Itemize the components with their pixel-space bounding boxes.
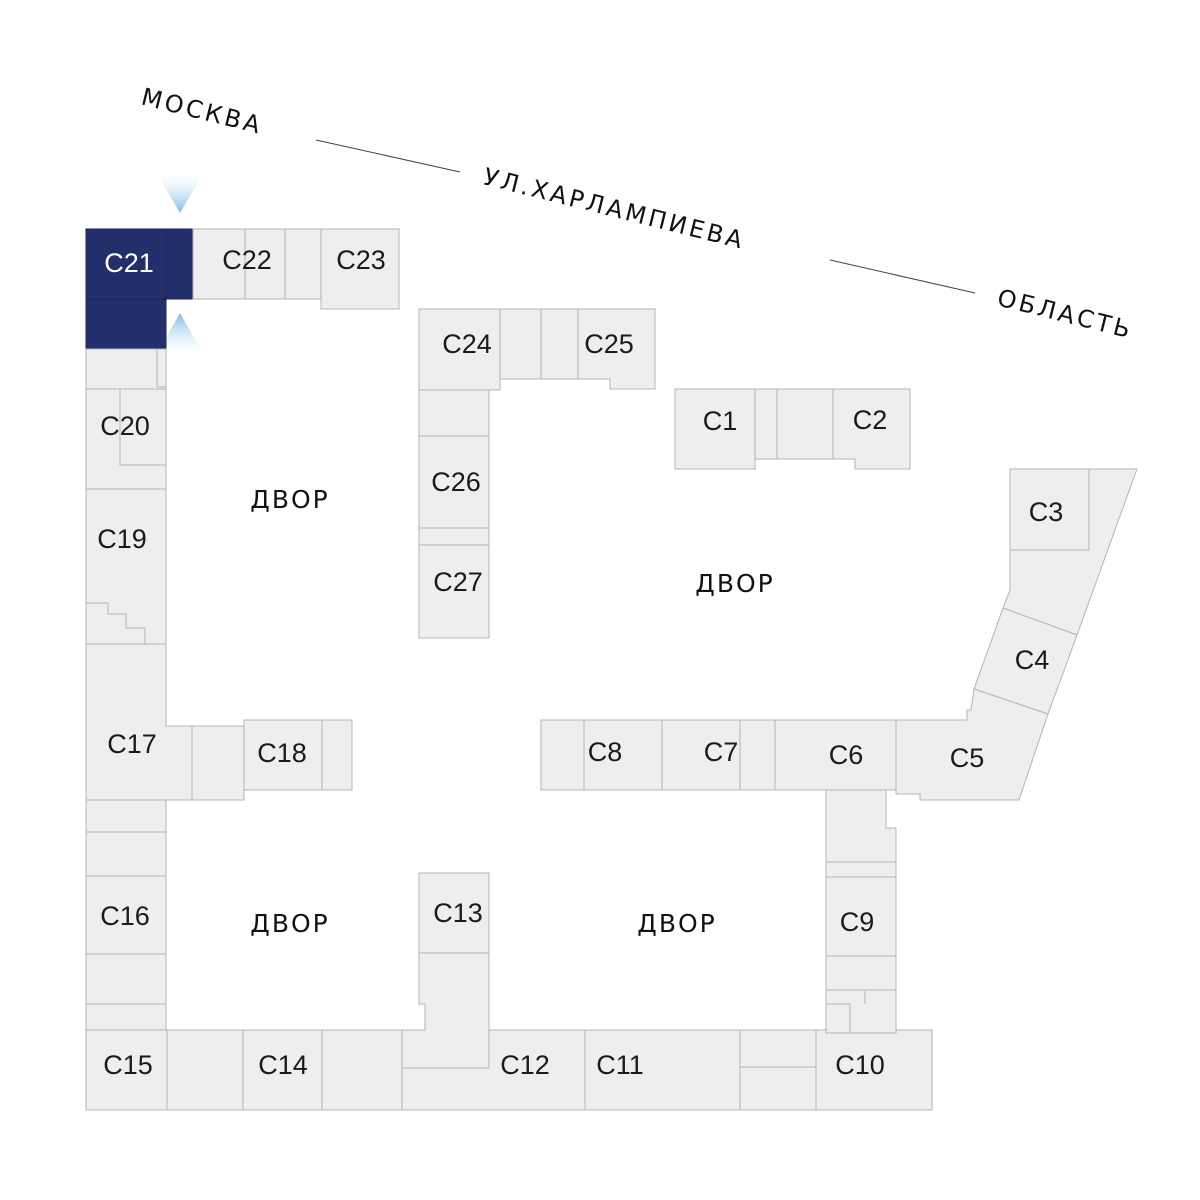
section-c26[interactable] <box>418 389 490 529</box>
section-c14[interactable] <box>166 1029 403 1111</box>
section-label-c14: С14 <box>258 1050 308 1080</box>
section-c17[interactable] <box>85 643 245 801</box>
section-label-c12: С12 <box>500 1050 550 1080</box>
section-c2[interactable] <box>832 388 911 470</box>
street-label-kharlampieva: УЛ.ХАРЛАМПИЕВА <box>481 163 749 255</box>
courtyard-label: ДВОР <box>637 909 716 938</box>
section-c13[interactable] <box>401 872 490 1069</box>
section-label-c20: С20 <box>100 411 150 441</box>
section-c23[interactable] <box>320 228 400 310</box>
section-label-c21: С21 <box>104 248 154 278</box>
section-label-c25: С25 <box>584 329 634 359</box>
section-label-c24: С24 <box>442 329 492 359</box>
section-label-c26: С26 <box>431 467 481 497</box>
entrance-arrow-down-icon <box>156 172 204 213</box>
section-label-c27: С27 <box>433 567 483 597</box>
street-label-moskva: МОСКВА <box>139 83 266 140</box>
section-c20[interactable] <box>85 348 167 490</box>
section-label-c18: С18 <box>257 738 307 768</box>
section-c5[interactable] <box>895 688 1049 801</box>
section-label-c4: С4 <box>1015 645 1050 675</box>
section-label-c11: С11 <box>596 1050 644 1080</box>
section-c8[interactable] <box>540 719 663 791</box>
street-line <box>315 139 461 173</box>
section-label-c23: С23 <box>336 245 386 275</box>
street-line <box>829 259 976 294</box>
section-label-c3: С3 <box>1029 497 1064 527</box>
section-label-c13: С13 <box>433 898 483 928</box>
courtyard-label: ДВОР <box>250 485 329 514</box>
section-label-c1: С1 <box>703 406 738 436</box>
courtyard-label: ДВОР <box>695 569 774 598</box>
section-label-c19: С19 <box>97 524 147 554</box>
section-label-c17: С17 <box>107 729 157 759</box>
section-label-c2: С2 <box>853 405 888 435</box>
section-c21[interactable] <box>85 228 194 350</box>
section-c15[interactable] <box>85 1029 168 1111</box>
section-c19[interactable] <box>85 488 167 645</box>
street-labels: МОСКВА УЛ.ХАРЛАМПИЕВА ОБЛАСТЬ <box>139 83 1136 345</box>
section-label-c15: С15 <box>103 1050 153 1080</box>
section-c22[interactable] <box>192 228 322 300</box>
section-c16[interactable] <box>85 799 167 1031</box>
section-c11[interactable] <box>584 1029 741 1111</box>
section-c24[interactable] <box>418 308 542 391</box>
section-c18[interactable] <box>243 719 353 791</box>
section-c25[interactable] <box>540 308 656 390</box>
section-label-c22: С22 <box>222 245 272 275</box>
section-c9[interactable] <box>825 789 897 1034</box>
section-c27[interactable] <box>418 527 490 639</box>
section-c10[interactable] <box>739 1029 933 1111</box>
street-label-oblast: ОБЛАСТЬ <box>995 284 1136 345</box>
entrance-arrow-up-icon <box>156 313 204 355</box>
courtyard-label: ДВОР <box>250 909 329 938</box>
section-label-c7: С7 <box>704 737 739 767</box>
section-label-c8: С8 <box>588 737 623 767</box>
section-label-c6: С6 <box>829 740 864 770</box>
section-c1[interactable] <box>674 388 834 470</box>
section-label-c5: С5 <box>950 743 985 773</box>
section-label-c10: С10 <box>835 1050 885 1080</box>
section-label-c16: С16 <box>100 901 150 931</box>
section-c3[interactable] <box>1002 468 1138 636</box>
section-label-c9: С9 <box>840 907 875 937</box>
